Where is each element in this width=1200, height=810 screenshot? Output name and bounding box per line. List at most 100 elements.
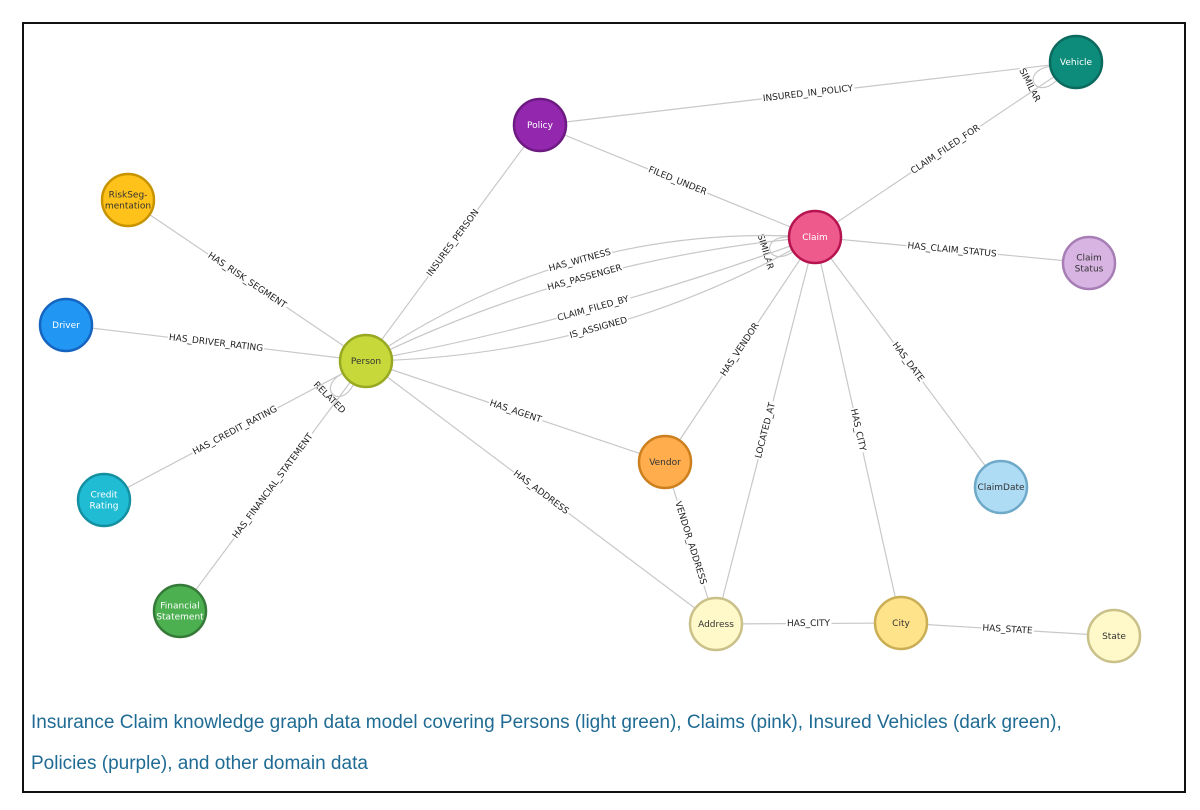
node-circle[interactable] <box>100 172 156 228</box>
edge-label: HAS_CLAIM_STATUS <box>907 241 997 259</box>
node-circle[interactable] <box>688 596 744 652</box>
edge-label: HAS_DRIVER_RATING <box>168 333 263 354</box>
node-circle[interactable] <box>637 434 693 490</box>
edge-label: IS_ASSIGNED <box>569 316 629 341</box>
node-circle[interactable] <box>873 595 929 651</box>
node-circle[interactable] <box>152 583 208 639</box>
node-vendor[interactable]: Vendor <box>637 434 693 490</box>
node-person[interactable]: Person <box>338 333 394 389</box>
edge-has-city: HAS_CITY <box>715 618 902 630</box>
edges-layer: INSURED_IN_POLICY SIMILAR CLAIM_FILED_FOR F… <box>65 61 1115 637</box>
edge-similar: SIMILAR <box>1015 65 1057 105</box>
node-label: Address <box>698 620 734 630</box>
node-label: ClaimDate <box>977 483 1025 493</box>
edge-label: HAS_VENDOR <box>719 321 762 378</box>
node-label: Person <box>351 357 381 367</box>
edge-label: HAS_CITY <box>787 619 831 629</box>
edge-has-claim-status: HAS_CLAIM_STATUS <box>814 236 1090 264</box>
node-label: City <box>892 619 910 629</box>
edge-label: SIMILAR <box>1016 67 1041 104</box>
node-label-line: Driver <box>52 321 80 331</box>
node-address[interactable]: Address <box>688 596 744 652</box>
node-label: Vehicle <box>1060 58 1093 68</box>
edge-line <box>329 373 354 398</box>
node-label-line: Credit <box>90 491 118 501</box>
edge-label: VENDOR_ADDRESS <box>672 500 708 586</box>
edge-has-vendor: HAS_VENDOR <box>664 236 816 463</box>
edge-has-agent: HAS_AGENT <box>365 360 666 463</box>
edge-label: FILED_UNDER <box>647 165 708 198</box>
nodes-layer: VehiclePolicyRiskSeg-mentationClaimClaim… <box>38 34 1142 664</box>
node-state[interactable]: State <box>1086 608 1142 664</box>
edge-label: CLAIM_FILED_FOR <box>909 123 982 176</box>
node-circle[interactable] <box>787 209 843 265</box>
node-label: State <box>1102 632 1126 642</box>
node-policy[interactable]: Policy <box>512 97 568 153</box>
edge-has-financial-statement: HAS_FINANCIAL_STATEMENT <box>179 360 367 612</box>
node-claimdate[interactable]: ClaimDate <box>973 459 1029 515</box>
node-circle[interactable] <box>338 333 394 389</box>
node-circle[interactable] <box>973 459 1029 515</box>
knowledge-graph-diagram: INSURED_IN_POLICY SIMILAR CLAIM_FILED_FOR F… <box>38 34 1142 664</box>
figure-frame <box>22 22 1186 793</box>
node-label-line: Claim <box>1076 254 1102 264</box>
node-label-line: RiskSeg- <box>109 191 148 201</box>
node-vehicle[interactable]: Vehicle <box>1048 34 1104 90</box>
edge-has-credit-rating: HAS_CREDIT_RATING <box>103 360 367 501</box>
edge-label: HAS_FINANCIAL_STATEMENT <box>231 432 316 541</box>
node-label-line: Claim <box>802 233 828 243</box>
node-label-line: Person <box>351 357 381 367</box>
node-risk[interactable]: RiskSeg-mentation <box>100 172 156 228</box>
node-circle[interactable] <box>38 297 94 353</box>
edge-label: HAS_RISK_SEGMENT <box>206 251 288 311</box>
node-label-line: City <box>892 619 910 629</box>
node-label-line: State <box>1102 632 1126 642</box>
edge-label: HAS_STATE <box>982 623 1033 636</box>
edge-has-state: HAS_STATE <box>900 622 1115 637</box>
edge-filed-under: FILED_UNDER <box>539 124 816 238</box>
edge-label: HAS_CITY <box>848 408 867 453</box>
edge-label: HAS_DATE <box>890 341 926 385</box>
node-label-line: Rating <box>89 502 118 512</box>
node-circle[interactable] <box>1061 235 1117 291</box>
caption-line-1: Insurance Claim knowledge graph data mod… <box>31 712 1062 733</box>
edge-label: LOCATED_AT <box>754 401 778 459</box>
node-label: RiskSeg-mentation <box>105 191 151 212</box>
node-label-line: Vehicle <box>1060 58 1093 68</box>
node-label-line: ClaimDate <box>977 483 1025 493</box>
node-circle[interactable] <box>76 472 132 528</box>
edge-label: HAS_ADDRESS <box>511 469 570 517</box>
node-claim[interactable]: Claim <box>787 209 843 265</box>
edge-label: INSURED_IN_POLICY <box>762 84 854 105</box>
caption-line-2: Policies (purple), and other domain data <box>31 753 368 774</box>
edge-label: HAS_CREDIT_RATING <box>191 404 279 457</box>
edge-has-address: HAS_ADDRESS <box>365 360 717 625</box>
node-label-line: Address <box>698 620 734 630</box>
node-circle[interactable] <box>512 97 568 153</box>
node-label: Claim <box>802 233 828 243</box>
node-city[interactable]: City <box>873 595 929 651</box>
node-circle[interactable] <box>1048 34 1104 90</box>
node-label-line: Status <box>1075 265 1104 275</box>
node-label: Vendor <box>649 458 681 468</box>
node-label-line: Policy <box>527 121 554 131</box>
node-label-line: Vendor <box>649 458 681 468</box>
node-label-line: mentation <box>105 202 151 212</box>
edge-label: HAS_AGENT <box>488 399 543 426</box>
edge-insures-person: INSURES_PERSON <box>365 124 541 362</box>
node-label-line: Statement <box>156 613 204 623</box>
node-driver[interactable]: Driver <box>38 297 94 353</box>
node-label: Policy <box>527 121 554 131</box>
edge-located-at: LOCATED_AT <box>715 236 816 625</box>
edge-label: INSURES_PERSON <box>425 208 481 279</box>
node-label-line: Financial <box>160 602 199 612</box>
edge-line <box>769 236 793 258</box>
edge-line <box>1032 65 1057 88</box>
node-circle[interactable] <box>1086 608 1142 664</box>
